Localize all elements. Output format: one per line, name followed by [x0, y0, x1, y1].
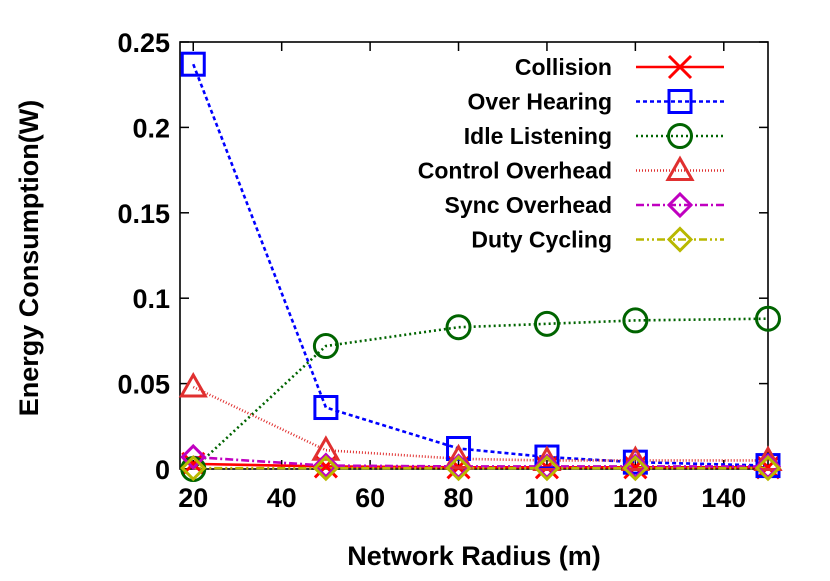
- data-point: [755, 305, 781, 332]
- y-tick-label: 0.15: [117, 199, 170, 229]
- legend-label: Idle Listening: [464, 123, 612, 149]
- data-point: [180, 455, 207, 482]
- data-point: [667, 123, 693, 149]
- series-line: [192, 385, 768, 462]
- y-axis-title: Energy Consumption(W): [14, 100, 44, 416]
- data-point: [666, 191, 694, 219]
- data-point: [620, 445, 650, 471]
- data-point: [667, 54, 693, 80]
- x-mark-stroke: [667, 54, 693, 80]
- axis-ticks: 20 40 60 80 100 120 140 0 0.05 0.1 0.15 0.2 0.25: [117, 28, 768, 513]
- data-point: [180, 51, 206, 77]
- y-tick-label: 0: [155, 455, 170, 485]
- data-point: [312, 333, 339, 360]
- x-tick-label: 100: [524, 483, 569, 513]
- x-tick-label: 40: [267, 483, 297, 513]
- y-tick-label: 0.1: [132, 284, 170, 314]
- legend-label: Control Overhead: [418, 158, 612, 184]
- series-lines: [192, 63, 769, 470]
- data-point: [445, 314, 472, 341]
- y-tick-label: 0.05: [117, 370, 170, 400]
- data-point: [666, 226, 694, 253]
- legend-label: Sync Overhead: [445, 192, 612, 218]
- data-point: [180, 443, 207, 471]
- series-line: [193, 455, 768, 468]
- legend-label: Duty Cycling: [471, 227, 612, 253]
- x-tick-label: 20: [178, 483, 208, 513]
- data-point: [622, 307, 649, 334]
- data-point: [665, 155, 695, 181]
- data-point: [445, 455, 472, 482]
- series-line: [192, 317, 769, 470]
- x-tick-label: 120: [613, 483, 658, 513]
- x-tick-label: 140: [701, 483, 746, 513]
- x-tick-label: 80: [444, 483, 474, 513]
- y-tick-label: 0.25: [117, 28, 170, 58]
- data-point: [533, 455, 561, 482]
- data-point: [312, 455, 340, 482]
- x-axis-title: Network Radius (m): [347, 541, 601, 571]
- data-point: [622, 455, 649, 482]
- data-point: [532, 445, 562, 471]
- data-point: [667, 89, 693, 114]
- y-tick-label: 0.2: [132, 113, 170, 143]
- data-point: [178, 371, 208, 398]
- legend-label: Over Hearing: [468, 89, 612, 115]
- data-point: [313, 395, 339, 421]
- series-markers: [178, 51, 783, 482]
- data-point: [446, 436, 472, 462]
- data-point: [754, 455, 782, 482]
- data-point: [312, 452, 340, 479]
- data-point: [533, 310, 560, 337]
- data-point: [753, 445, 783, 471]
- data-point: [443, 443, 474, 470]
- legend-label: Collision: [515, 54, 612, 80]
- x-tick-label: 60: [355, 483, 385, 513]
